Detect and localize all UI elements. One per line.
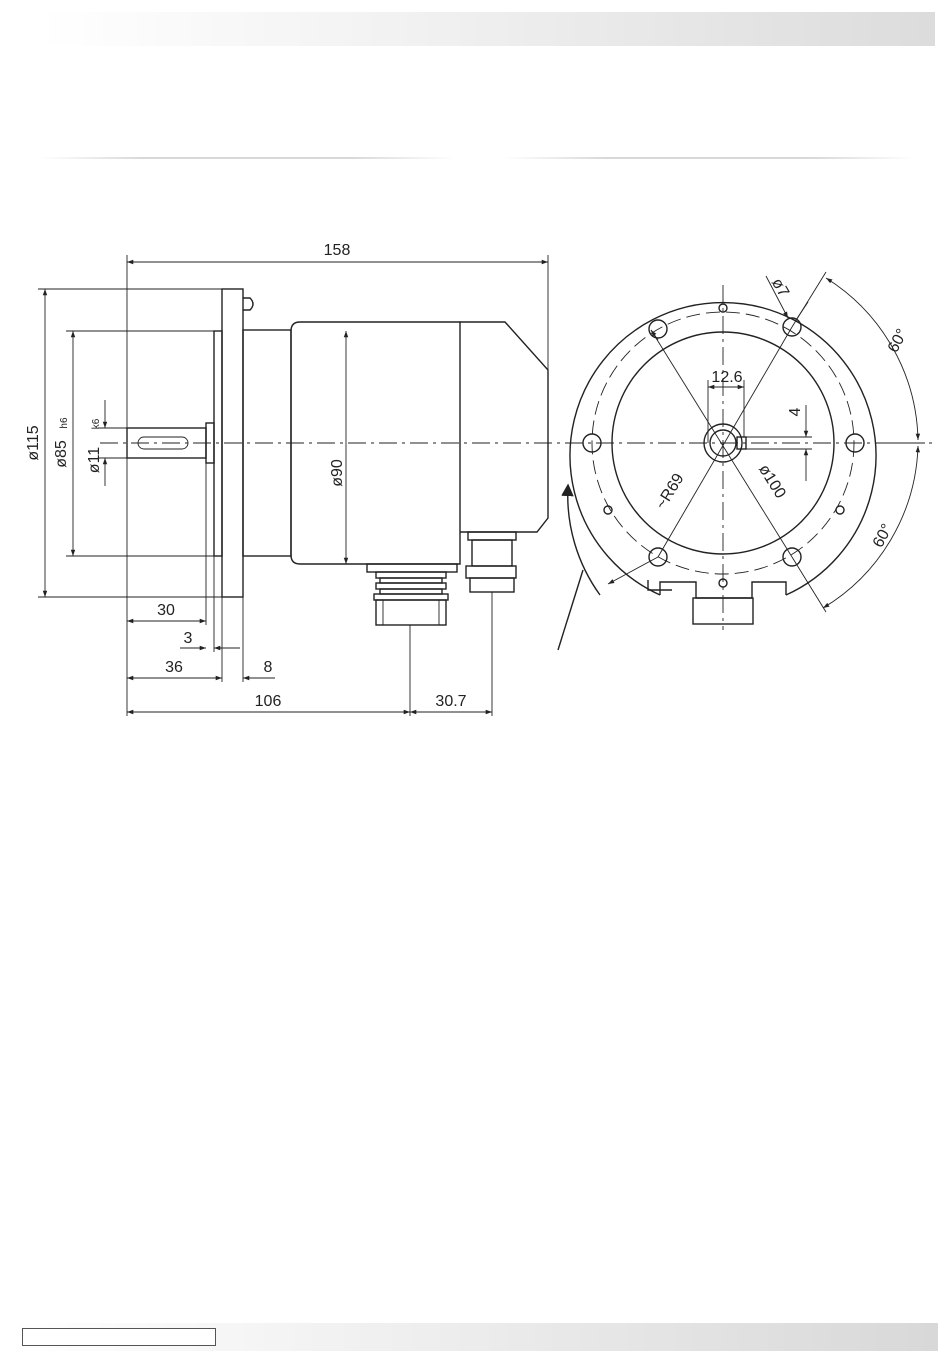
- dim-dia-115: ø115: [25, 425, 42, 460]
- angle-arc-top: [826, 278, 918, 440]
- rotation-leader: [558, 570, 583, 650]
- small-hole: [836, 506, 844, 514]
- screw-head: [243, 298, 253, 310]
- dim-106: 106: [255, 693, 282, 710]
- rear-cap: [460, 322, 548, 532]
- dim-30: 30: [157, 602, 175, 619]
- angle-60-top: 60°: [885, 326, 911, 355]
- dim-8: 8: [264, 659, 273, 676]
- spigot: [214, 331, 222, 556]
- dim-dia-85: ø85: [53, 440, 70, 468]
- side-view: 158 ø115 ø85 h6 ø11 k6 ø90 30: [25, 242, 935, 716]
- dim-36: 36: [165, 659, 183, 676]
- dim-4: 4: [787, 407, 804, 416]
- dim-dia-100: ø100: [755, 462, 789, 502]
- dim-line-dia-100: [658, 327, 792, 557]
- dim-12-6: 12.6: [711, 369, 742, 386]
- dim-dia-85-tolerance: h6: [59, 417, 70, 429]
- cable-gland: [466, 532, 516, 592]
- dim-dia-7: ø7: [768, 275, 792, 300]
- dim-30-7: 30.7: [435, 693, 466, 710]
- angle-arc-bottom: [823, 446, 918, 608]
- footer-bar: [10, 1323, 938, 1351]
- dim-dia-11-tolerance: k6: [91, 418, 102, 429]
- front-view: 12.6 4 ø7 60° 60° ~R69 ø100: [558, 272, 925, 650]
- dim-dia-90: ø90: [329, 459, 346, 487]
- dim-3: 3: [184, 630, 193, 647]
- angle-60-bottom: 60°: [870, 521, 896, 550]
- dim-dia-11: ø11: [86, 447, 103, 473]
- footer-box: [22, 1328, 216, 1346]
- connector: [367, 564, 457, 625]
- dim-r69: ~R69: [653, 471, 688, 513]
- dim-158: 158: [324, 242, 351, 259]
